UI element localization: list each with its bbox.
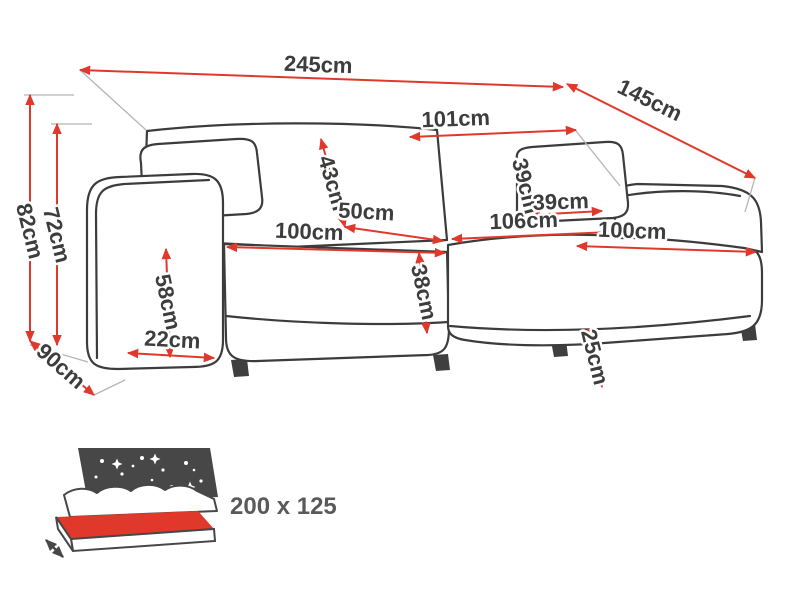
dimension-lines bbox=[25, 65, 758, 396]
dim-line-seat-height bbox=[415, 251, 431, 335]
dim-label-seat-depth: 50cm bbox=[338, 198, 396, 226]
dim-label-total-depth: 145cm bbox=[614, 74, 687, 127]
dim-label-right-seat-width: 100cm bbox=[598, 217, 667, 244]
star-icon bbox=[111, 458, 123, 470]
dim-line-cushion-height bbox=[519, 156, 533, 215]
dim-line-armrest-width bbox=[126, 348, 216, 363]
dim-label-cushion-width: 39cm bbox=[532, 188, 589, 215]
fold-out-bed-icon bbox=[45, 448, 218, 558]
dim-line-backrest-height bbox=[319, 137, 347, 229]
left-armrest-contour bbox=[94, 178, 211, 360]
extension-line bbox=[79, 69, 147, 131]
dim-line-chaise-seat-width bbox=[450, 227, 614, 244]
dim-line-side-depth bbox=[29, 340, 95, 396]
unfold-arrow-icon bbox=[45, 539, 64, 558]
dim-label-left-seat-width: 100cm bbox=[275, 218, 344, 245]
bed-mattress-side bbox=[55, 516, 74, 552]
extension-line bbox=[744, 177, 756, 213]
left-armrest bbox=[85, 172, 225, 371]
dim-line-total-depth bbox=[565, 83, 757, 179]
extension-line bbox=[93, 379, 126, 396]
dim-label-chaise-top-width: 101cm bbox=[421, 105, 490, 132]
dim-line-chaise-front-height bbox=[585, 327, 605, 389]
sofa-leg bbox=[231, 359, 249, 377]
sleeping-size-label: 200 x 125 bbox=[230, 493, 337, 520]
dim-line-right-seat-width bbox=[575, 241, 758, 257]
dim-line-cushion-width bbox=[528, 206, 604, 220]
dim-label-chaise-seat-width: 106cm bbox=[489, 207, 558, 234]
dim-label-armrest-width: 22cm bbox=[144, 326, 202, 354]
dim-line-total-width bbox=[78, 65, 565, 92]
dim-line-armrest-height bbox=[161, 247, 175, 359]
dim-line-seat-depth bbox=[343, 223, 445, 245]
dim-label-total-width: 245cm bbox=[284, 51, 353, 78]
bed-sleeping-surface bbox=[56, 511, 214, 539]
bed-blanket bbox=[63, 483, 218, 518]
dim-line-left-seat-width bbox=[225, 242, 447, 258]
sofa-drawing bbox=[85, 122, 764, 377]
sofa-leg bbox=[433, 354, 450, 371]
right-armrest-contour bbox=[621, 190, 742, 198]
left-seat-cushion bbox=[222, 242, 451, 363]
dim-line-chaise-top-width bbox=[408, 125, 578, 142]
star-icon bbox=[149, 453, 161, 465]
